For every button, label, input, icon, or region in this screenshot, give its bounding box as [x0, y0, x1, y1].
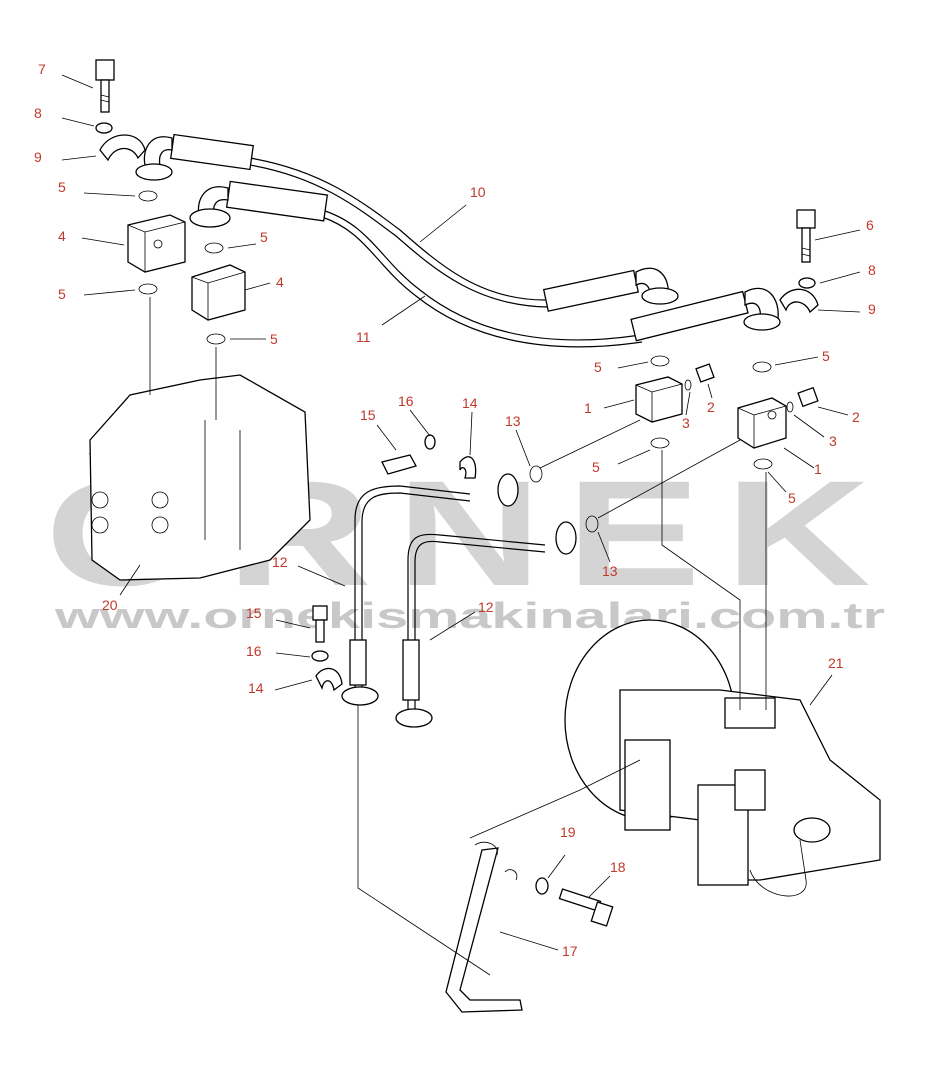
callout-4: 4	[276, 274, 284, 290]
ring-3-right	[786, 401, 794, 413]
callout-10: 10	[470, 184, 486, 200]
connector-lines	[149, 297, 767, 976]
fastener-set-upper	[381, 434, 599, 533]
callout-5: 5	[788, 490, 796, 506]
hose-12-a	[341, 473, 519, 706]
callout-9: 9	[34, 149, 42, 165]
bolt-6	[796, 209, 816, 263]
clamp-9-right	[779, 288, 819, 314]
callout-12: 12	[272, 554, 288, 570]
callout-18: 18	[610, 859, 626, 875]
callout-5: 5	[592, 459, 600, 475]
callout-1: 1	[584, 400, 592, 416]
callout-5: 5	[58, 179, 66, 195]
callout-13: 13	[505, 413, 521, 429]
callout-20: 20	[102, 597, 118, 613]
o-rings-5	[138, 190, 773, 470]
leader-lines	[61, 74, 861, 951]
bracket-17	[445, 841, 523, 1013]
callout-14: 14	[248, 680, 264, 696]
callout-3: 3	[682, 415, 690, 431]
block-1-left	[635, 376, 683, 423]
clamp-9-left	[99, 134, 146, 162]
callout-2: 2	[707, 399, 715, 415]
callout-11: 11	[356, 329, 371, 345]
callout-12: 12	[478, 599, 494, 615]
callout-9: 9	[868, 301, 876, 317]
callout-15: 15	[246, 605, 262, 621]
block-4-upper	[127, 214, 186, 273]
callout-5: 5	[270, 331, 278, 347]
callout-1: 1	[814, 461, 822, 477]
plug-2-left	[695, 363, 715, 383]
block-4-lower	[191, 264, 246, 321]
callout-5: 5	[58, 286, 66, 302]
callout-8: 8	[34, 105, 42, 121]
flange-fittings	[135, 163, 781, 331]
bolt-7	[95, 59, 115, 113]
transmission-21	[564, 619, 881, 897]
pin-18	[558, 888, 614, 927]
callout-5: 5	[260, 229, 268, 245]
control-valve-20	[89, 374, 311, 581]
callout-14: 14	[462, 395, 478, 411]
callouts: 7 8 9 5 4 5 5 4 5 10 11 6 8 9 5 5 1 2 3 …	[34, 61, 876, 959]
callout-3: 3	[829, 433, 837, 449]
callout-5: 5	[594, 359, 602, 375]
callout-7: 7	[38, 61, 46, 77]
callout-17: 17	[562, 943, 578, 959]
ring-3-left	[684, 379, 692, 391]
callout-15: 15	[360, 407, 376, 423]
washer-8-right	[798, 277, 816, 289]
callout-16: 16	[398, 393, 414, 409]
callout-21: 21	[828, 655, 844, 671]
washer-8-left	[95, 122, 113, 134]
callout-13: 13	[602, 563, 618, 579]
callout-5: 5	[822, 348, 830, 364]
callout-8: 8	[868, 262, 876, 278]
callout-6: 6	[866, 217, 874, 233]
plug-2-right	[797, 386, 819, 408]
callout-4: 4	[58, 228, 66, 244]
hose-10	[143, 133, 669, 312]
block-1-right	[737, 397, 787, 449]
hose-11	[197, 180, 779, 348]
callout-2: 2	[852, 409, 860, 425]
callout-16: 16	[246, 643, 262, 659]
fastener-set-lower	[311, 605, 343, 692]
callout-19: 19	[560, 824, 576, 840]
hose-12-b	[395, 521, 577, 728]
washer-19	[535, 877, 549, 895]
